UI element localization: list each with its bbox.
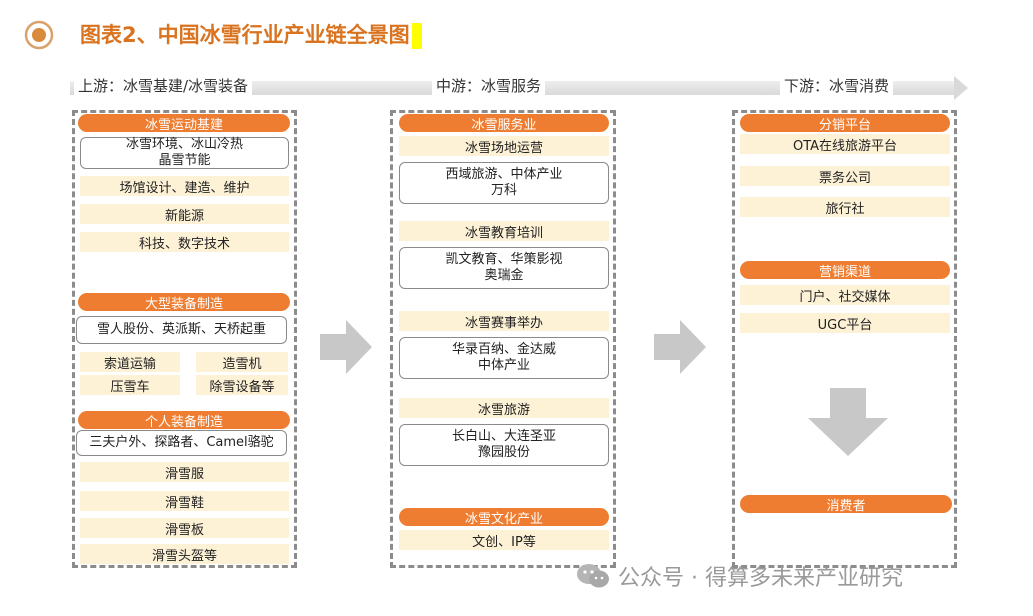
target-icon [24, 20, 54, 50]
downstream-header-distribution: 分销平台 [740, 114, 950, 133]
stage-arrow-head [954, 76, 968, 100]
stage-label-upstream: 上游：冰雪基建/冰雪装备 [74, 74, 253, 98]
page-title: 图表2、中国冰雪行业产业链全景图 [80, 20, 422, 50]
upstream-infra-companies: 冰雪环境、冰山冷热 晶雪节能 [80, 137, 289, 169]
upstream-infra-item: 场馆设计、建造、维护 [80, 176, 289, 196]
downstream-distribution-item: OTA在线旅游平台 [740, 134, 950, 154]
downstream-marketing-item: 门户、社交媒体 [740, 285, 950, 305]
upstream-large-equipment-item: 除雪设备等 [196, 375, 288, 395]
midstream-service-label: 冰雪旅游 [399, 398, 609, 418]
flow-arrow-right-icon [320, 320, 372, 374]
stage-label-midstream: 中游：冰雪服务 [432, 74, 546, 98]
flow-arrow-right-icon [654, 320, 706, 374]
upstream-personal-equipment-item: 滑雪服 [80, 462, 289, 482]
upstream-large-equipment-companies: 雪人股份、英派斯、天桥起重 [76, 316, 287, 344]
flow-arrow-down-icon [808, 388, 888, 456]
midstream-service-companies: 凯文教育、华策影视 奥瑞金 [399, 247, 609, 289]
upstream-large-equipment-item: 造雪机 [196, 352, 288, 372]
watermark-text: 公众号 · 得算多未来产业研究 [618, 566, 903, 591]
wechat-icon [577, 564, 609, 588]
downstream-column [732, 110, 957, 568]
upstream-header-infra: 冰雪运动基建 [78, 114, 290, 133]
upstream-header-personal-equipment: 个人装备制造 [78, 411, 290, 430]
midstream-service-companies: 华录百纳、金达威 中体产业 [399, 337, 609, 379]
upstream-personal-equipment-item: 滑雪板 [80, 518, 289, 538]
upstream-large-equipment-item: 压雪车 [80, 375, 180, 395]
watermark: 公众号 · 得算多未来产业研究 [576, 561, 903, 591]
downstream-header-marketing: 营销渠道 [740, 261, 950, 280]
upstream-personal-equipment-item: 滑雪鞋 [80, 491, 289, 511]
midstream-culture-item: 文创、IP等 [399, 530, 609, 550]
upstream-header-large-equipment: 大型装备制造 [78, 293, 290, 312]
downstream-distribution-item: 旅行社 [740, 197, 950, 217]
midstream-service-companies: 西域旅游、中体产业 万科 [399, 162, 609, 204]
midstream-header-services: 冰雪服务业 [399, 114, 609, 133]
upstream-personal-equipment-companies: 三夫户外、探路者、Camel骆驼 [76, 430, 287, 456]
downstream-consumer-header: 消费者 [740, 495, 952, 514]
midstream-service-label: 冰雪教育培训 [399, 221, 609, 241]
upstream-large-equipment-item: 索道运输 [80, 352, 180, 372]
downstream-distribution-item: 票务公司 [740, 166, 950, 186]
midstream-header-culture: 冰雪文化产业 [399, 508, 609, 527]
upstream-infra-item: 科技、数字技术 [80, 232, 289, 252]
downstream-marketing-item: UGC平台 [740, 313, 950, 333]
midstream-service-label: 冰雪赛事举办 [399, 311, 609, 331]
highlight-mark [411, 23, 422, 49]
stage-label-downstream: 下游：冰雪消费 [780, 74, 894, 98]
upstream-personal-equipment-item: 滑雪头盔等 [80, 544, 289, 564]
midstream-service-label: 冰雪场地运营 [399, 136, 609, 156]
upstream-infra-item: 新能源 [80, 204, 289, 224]
midstream-service-companies: 长白山、大连圣亚 豫园股份 [399, 424, 609, 466]
